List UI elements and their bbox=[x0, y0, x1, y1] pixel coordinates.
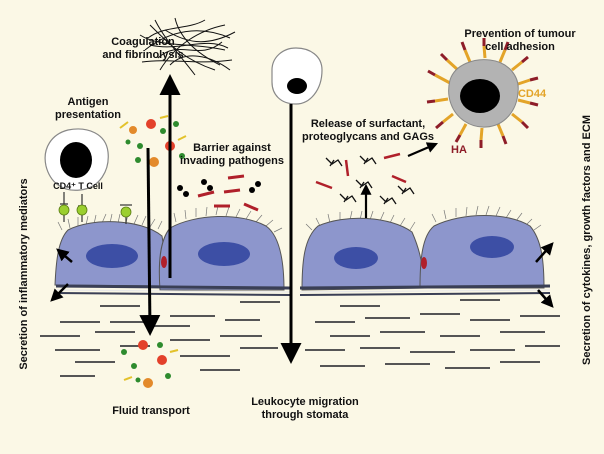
nucleus-right-2 bbox=[470, 236, 514, 258]
tumour-cell-icon bbox=[426, 38, 539, 148]
pathogen-barrier-particles bbox=[177, 174, 261, 212]
tight-junction-right bbox=[421, 257, 427, 269]
label-ha: HA bbox=[451, 144, 467, 156]
label-cd44: CD44 bbox=[517, 88, 547, 100]
process-arrows bbox=[50, 74, 554, 364]
extracellular-matrix-fibres bbox=[40, 299, 560, 377]
ha-chains bbox=[426, 38, 539, 148]
tcr-receptors bbox=[60, 192, 86, 207]
label-inflammatory-mediators: Secretion of inflammatory mediators bbox=[18, 178, 30, 370]
tight-junction-left bbox=[161, 256, 167, 268]
leukocyte-icon bbox=[271, 47, 323, 105]
label-fluid-transport: Fluid transport bbox=[112, 405, 190, 417]
mesothelial-cells-left bbox=[54, 205, 291, 296]
fibrin-mesh-icon bbox=[139, 17, 236, 76]
label-cytokines-ecm: Secretion of cytokines, growth factors a… bbox=[581, 115, 593, 365]
nucleus-left-2 bbox=[198, 242, 250, 266]
cd44-receptors bbox=[434, 45, 531, 141]
label-cd4-t-cell: CD4⁺ T Cell bbox=[53, 181, 103, 191]
nucleus-left-1 bbox=[86, 244, 138, 268]
t-cell-icon bbox=[44, 128, 132, 224]
label-release: Release of surfactant,proteoglycans and … bbox=[301, 118, 435, 143]
nucleus-right-1 bbox=[334, 247, 378, 269]
fluid-particle-cluster bbox=[121, 340, 179, 388]
particle-cluster-icon bbox=[119, 115, 187, 167]
mesothelial-cells-right bbox=[299, 205, 551, 296]
